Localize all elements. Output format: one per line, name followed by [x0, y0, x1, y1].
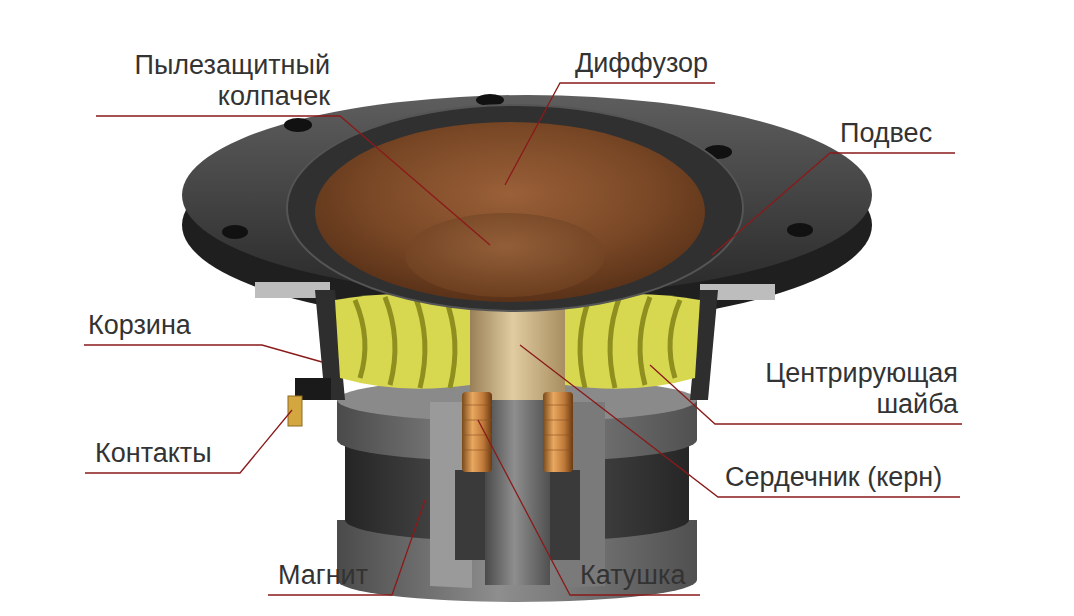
spider-left [335, 294, 470, 389]
part-label: Магнит [278, 560, 368, 591]
part-label: Диффузор [575, 48, 708, 79]
part-label: Центрирующая шайба [728, 358, 958, 420]
surround [287, 105, 743, 311]
leader-line [268, 500, 425, 595]
leader-line [85, 410, 292, 473]
screw-hole [787, 223, 813, 237]
coil-winding [462, 405, 573, 450]
part-label: Сердечник (керн) [725, 462, 942, 493]
part-label: Контакты [95, 438, 212, 469]
spider-ridge [355, 296, 455, 388]
screw-hole [222, 225, 248, 239]
part-label: Подвес [840, 118, 932, 149]
leader-line [712, 153, 955, 255]
spider-right [565, 294, 700, 389]
spider-ridge [580, 296, 680, 388]
cone [315, 122, 705, 302]
part-label: Катушка [580, 560, 685, 591]
leader-line [478, 420, 700, 595]
part-label: Пылезащитный колпачек [100, 50, 330, 112]
leader-line [520, 345, 960, 497]
pole-piece [485, 380, 550, 585]
leader-line [505, 83, 715, 185]
leader-line [96, 116, 490, 245]
part-label: Корзина [88, 310, 191, 341]
screw-hole [476, 94, 504, 106]
leader-line [84, 345, 322, 362]
dust-cap [405, 213, 605, 297]
screw-hole [284, 118, 312, 132]
voice-coil [462, 392, 492, 472]
voice-coil [543, 392, 573, 472]
terminal-tab [288, 396, 302, 426]
